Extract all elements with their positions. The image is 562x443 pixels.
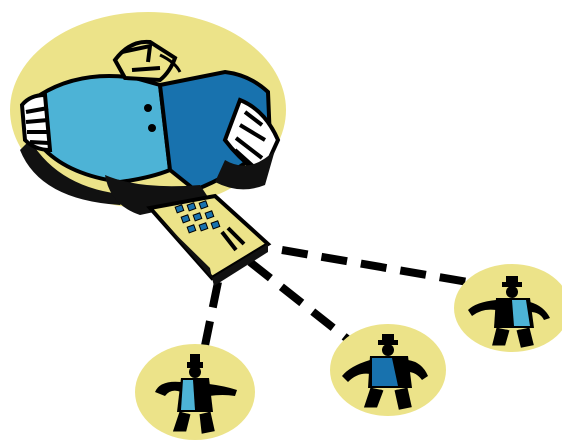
link-to-person-middle <box>250 262 355 345</box>
caller-with-phone-icon <box>10 12 286 286</box>
person-icon <box>135 344 255 440</box>
phone-icon <box>150 196 268 286</box>
person-icon <box>330 324 446 416</box>
shirt-button <box>148 124 156 132</box>
link-to-person-right <box>282 250 485 285</box>
person-icon <box>454 264 562 352</box>
shirt-button <box>144 104 152 112</box>
